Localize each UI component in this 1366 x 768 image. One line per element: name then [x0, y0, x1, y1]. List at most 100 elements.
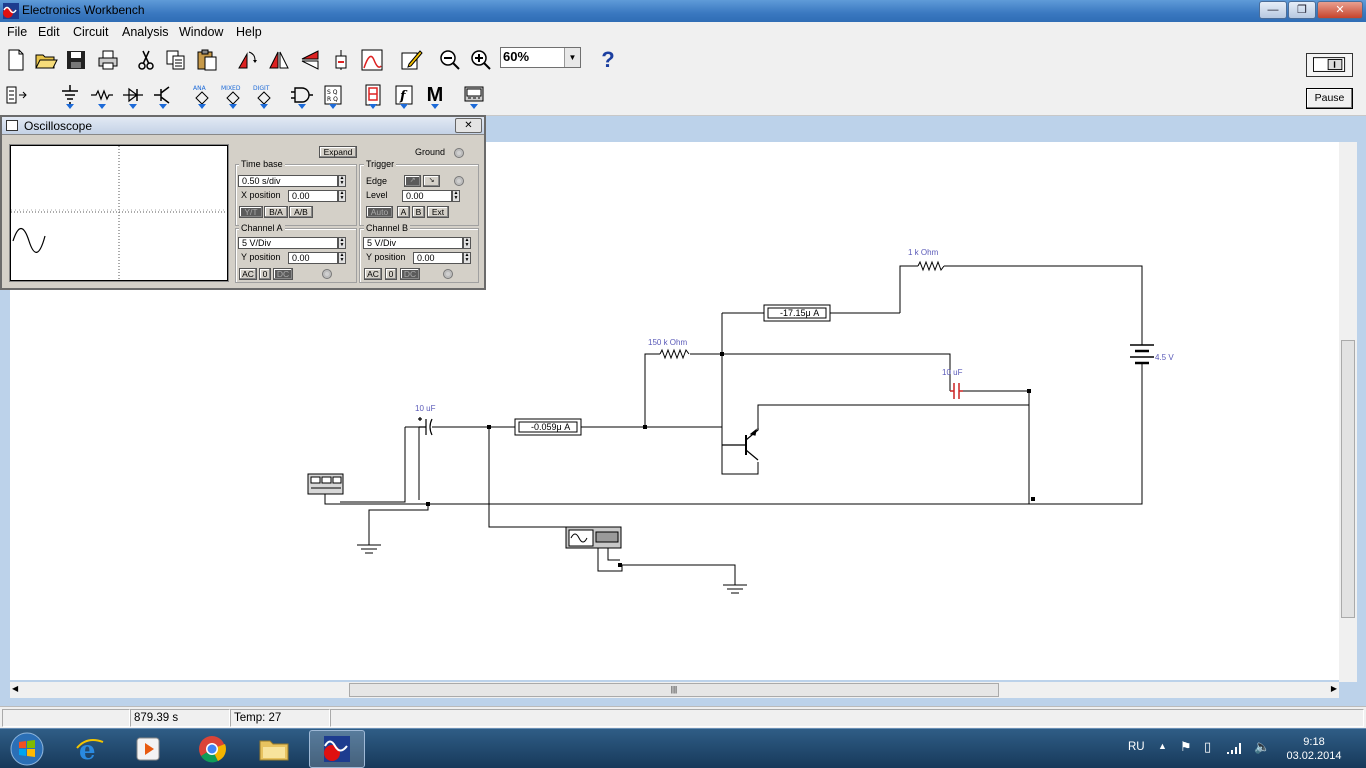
capacitor-input[interactable]	[418, 417, 433, 436]
scroll-right-icon[interactable]: ▶	[1330, 684, 1337, 693]
component-properties-button[interactable]	[327, 46, 355, 74]
battery[interactable]	[1130, 344, 1154, 367]
trigger-ext-button[interactable]: Ext	[427, 206, 449, 218]
menu-analysis[interactable]: Analysis	[122, 25, 169, 39]
logic-gates-button[interactable]	[288, 81, 316, 109]
chevron-down-icon[interactable]: ▼	[564, 48, 580, 67]
vertical-scrollbar[interactable]	[1339, 142, 1357, 682]
ammeter-collector[interactable]	[763, 304, 831, 322]
resistor-150k[interactable]	[659, 348, 690, 360]
channel-b-scale-spinner[interactable]: ▲▼	[463, 237, 471, 249]
menu-circuit[interactable]: Circuit	[73, 25, 109, 39]
help-button[interactable]: ?	[601, 47, 615, 72]
trigger-b-button[interactable]: B	[412, 206, 425, 218]
taskbar-explorer[interactable]	[246, 730, 302, 768]
graph-button[interactable]	[358, 46, 386, 74]
description-button[interactable]	[397, 46, 425, 74]
tray-show-hidden-icon[interactable]: ▲	[1158, 741, 1167, 751]
channel-a-scale-spinner[interactable]: ▲▼	[338, 237, 346, 249]
oscilloscope-close-button[interactable]: ✕	[455, 118, 482, 133]
open-file-button[interactable]	[32, 46, 60, 74]
mode-ab-button[interactable]: A/B	[289, 206, 313, 218]
mixed-ic-button[interactable]: MIXED	[219, 81, 247, 109]
transistors-button[interactable]	[149, 81, 177, 109]
tray-action-center-icon[interactable]: ⚑	[1180, 739, 1192, 754]
expand-button[interactable]: Expand	[319, 146, 357, 158]
level-field[interactable]: 0.00	[402, 190, 452, 202]
x-position-spinner[interactable]: ▲▼	[338, 190, 346, 202]
menu-file[interactable]: File	[7, 25, 28, 39]
taskbar-internet-explorer[interactable]: e	[62, 730, 118, 768]
diodes-button[interactable]	[119, 81, 147, 109]
vertical-scroll-thumb[interactable]	[1341, 340, 1355, 618]
new-file-button[interactable]	[2, 46, 30, 74]
function-generator[interactable]	[307, 473, 344, 495]
copy-button[interactable]	[162, 46, 190, 74]
oscilloscope-window[interactable]: Oscilloscope ✕ Expand Ground Time base 0…	[0, 115, 486, 290]
time-base-field[interactable]: 0.50 s/div	[238, 175, 338, 187]
miscellaneous-button[interactable]: M	[421, 81, 449, 109]
channel-b-dc-button[interactable]: DC	[400, 268, 420, 280]
digital-ic-button[interactable]: DIGIT	[250, 81, 278, 109]
ground-terminal[interactable]	[454, 148, 464, 158]
menu-edit[interactable]: Edit	[38, 25, 60, 39]
external-trigger-terminal[interactable]	[454, 176, 464, 186]
circuit-diagram[interactable]: -17.15μ A -0.059μ A	[10, 142, 1339, 680]
channel-a-ac-button[interactable]: AC	[239, 268, 257, 280]
sources-button[interactable]	[56, 81, 84, 109]
rotate-button[interactable]	[233, 46, 261, 74]
tray-volume-icon[interactable]: 🔈	[1254, 739, 1271, 754]
cut-button[interactable]	[132, 46, 160, 74]
flip-horizontal-button[interactable]	[265, 46, 293, 74]
capacitor-output[interactable]	[950, 383, 963, 399]
paste-button[interactable]	[193, 46, 221, 74]
channel-b-zero-button[interactable]: 0	[385, 268, 397, 280]
close-button[interactable]: ✕	[1317, 1, 1363, 19]
channel-a-y-position-field[interactable]: 0.00	[288, 252, 338, 264]
power-switch[interactable]	[1306, 53, 1353, 77]
edge-falling-button[interactable]: ↘	[423, 175, 440, 187]
channel-b-ac-button[interactable]: AC	[364, 268, 382, 280]
taskbar-chrome[interactable]	[184, 730, 240, 768]
scroll-left-icon[interactable]: ◀	[12, 684, 19, 693]
resistor-1k[interactable]	[917, 260, 945, 272]
instruments-button[interactable]	[460, 81, 488, 109]
horizontal-scrollbar[interactable]: ◀ ||| ▶	[10, 682, 1339, 698]
menu-help[interactable]: Help	[236, 25, 262, 39]
channel-b-y-position-field[interactable]: 0.00	[413, 252, 463, 264]
time-base-spinner[interactable]: ▲▼	[338, 175, 346, 187]
mode-yt-button[interactable]: Y/T	[239, 206, 263, 218]
save-button[interactable]	[62, 46, 90, 74]
start-button[interactable]	[2, 730, 52, 768]
controls-button[interactable]: f	[390, 81, 418, 109]
tray-signal-icon[interactable]	[1226, 741, 1244, 755]
basic-components-button[interactable]	[88, 81, 116, 109]
indicators-button[interactable]	[359, 81, 387, 109]
zoom-in-button[interactable]	[467, 46, 495, 74]
tray-clock[interactable]: 9:18 03.02.2014	[1285, 735, 1343, 763]
oscilloscope-instrument[interactable]	[565, 526, 622, 549]
oscilloscope-title-bar[interactable]: Oscilloscope ✕	[2, 117, 484, 135]
channel-a-terminal[interactable]	[322, 269, 332, 279]
zoom-out-button[interactable]	[436, 46, 464, 74]
taskbar-media-player[interactable]	[120, 730, 176, 768]
channel-b-scale-field[interactable]: 5 V/Div	[363, 237, 463, 249]
channel-a-scale-field[interactable]: 5 V/Div	[238, 237, 338, 249]
trigger-a-button[interactable]: A	[397, 206, 410, 218]
level-spinner[interactable]: ▲▼	[452, 190, 460, 202]
flip-vertical-button[interactable]	[296, 46, 324, 74]
trigger-auto-button[interactable]: Auto	[366, 206, 393, 218]
menu-window[interactable]: Window	[179, 25, 224, 39]
channel-a-zero-button[interactable]: 0	[259, 268, 271, 280]
channel-a-dc-button[interactable]: DC	[273, 268, 293, 280]
mode-ba-button[interactable]: B/A	[264, 206, 288, 218]
transistor[interactable]	[722, 428, 759, 461]
channel-b-terminal[interactable]	[443, 269, 453, 279]
zoom-select[interactable]: 60% ▼	[500, 47, 581, 68]
taskbar-electronics-workbench[interactable]	[309, 730, 365, 768]
sources-bin-button[interactable]	[2, 81, 30, 109]
analog-ic-button[interactable]: ANA	[188, 81, 216, 109]
edge-rising-button[interactable]: ↗	[404, 175, 421, 187]
print-button[interactable]	[94, 46, 122, 74]
